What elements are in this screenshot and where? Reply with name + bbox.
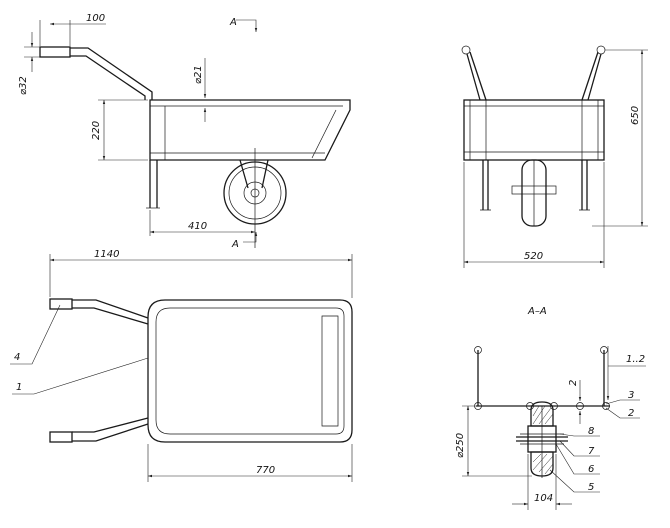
section-view: A–A ⌀250 104 2 xyxy=(455,306,646,510)
dim-tray-depth: 220 xyxy=(91,121,102,140)
dim-tube-diameter: ⌀21 xyxy=(193,65,204,84)
callout-3: 3 xyxy=(628,390,634,401)
callout-6: 6 xyxy=(588,464,594,475)
callout-2: 2 xyxy=(628,408,634,419)
side-view: A A 100 ⌀32 ⌀21 220 410 xyxy=(18,13,351,250)
top-view: 1140 770 4 1 xyxy=(10,249,353,482)
dim-frame-length: 770 xyxy=(256,465,275,476)
dim-gap-b: 1..2 xyxy=(626,354,645,365)
dim-handle-length: 100 xyxy=(86,13,105,24)
dim-gap-a: 2 xyxy=(568,380,579,386)
dim-height: 650 xyxy=(630,106,641,125)
callout-5: 5 xyxy=(588,482,594,493)
dim-wheel-diameter: ⌀250 xyxy=(455,433,466,458)
section-title: A–A xyxy=(527,306,547,317)
dim-width: 520 xyxy=(524,251,543,262)
callout-4: 4 xyxy=(14,352,20,363)
section-mark-top: A xyxy=(229,17,237,28)
dim-axle-position: 410 xyxy=(188,221,207,232)
front-view: 650 520 xyxy=(461,45,648,268)
dim-hub-width: 104 xyxy=(534,493,553,504)
callout-1: 1 xyxy=(16,382,22,393)
callout-8: 8 xyxy=(588,426,594,437)
section-mark-bottom: A xyxy=(231,239,239,250)
dim-handle-diameter: ⌀32 xyxy=(18,76,29,95)
callout-7: 7 xyxy=(588,446,595,457)
dim-overall-length: 1140 xyxy=(94,249,119,260)
